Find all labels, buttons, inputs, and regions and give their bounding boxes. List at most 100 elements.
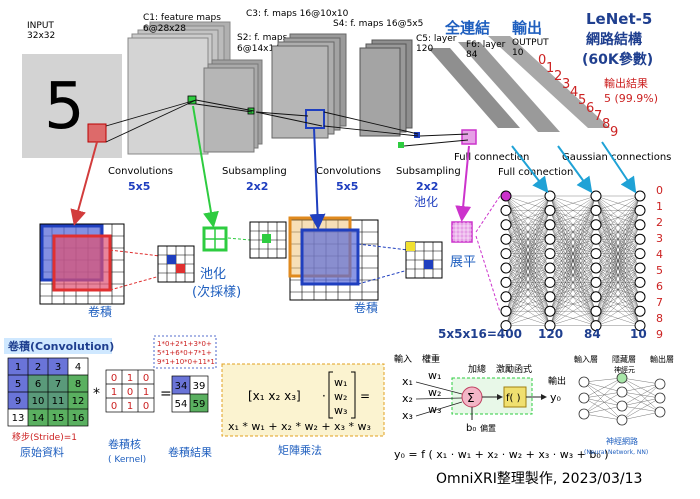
mini-network-node (616, 386, 628, 398)
equals-sign: = (160, 386, 172, 402)
flatten-block (451, 221, 473, 243)
layer-size-120: 120 (538, 327, 563, 341)
network-node (544, 233, 556, 245)
svg-text:2: 2 (656, 216, 663, 229)
svg-text:4: 4 (656, 248, 663, 261)
svg-text:39: 39 (193, 381, 206, 392)
neuron-sum-label: 加總 (468, 363, 486, 375)
op-subsampling-1: Subsampling (222, 166, 287, 177)
neuron-formula: y₀ = f ( x₁ · w₁ + x₂ · w₂ + x₃ · w₃ + b… (394, 448, 609, 461)
network-node (500, 204, 512, 216)
svg-text:1: 1 (546, 61, 554, 76)
svg-text:1: 1 (143, 387, 149, 398)
op-convolutions-2: Convolutions (316, 166, 381, 177)
svg-text:34: 34 (175, 381, 188, 392)
network-node (590, 276, 602, 288)
svg-text:0: 0 (143, 401, 149, 412)
pool-cn-2: 池化 (414, 195, 438, 209)
lenet-title: LeNet-5 (586, 10, 652, 28)
svg-text:x₁: x₁ (402, 375, 413, 388)
network-node (544, 219, 556, 231)
conv-panel-title: 卷積(Convolution) (7, 339, 114, 353)
svg-text:2: 2 (554, 69, 562, 84)
op-subsampling-2: Subsampling (396, 166, 461, 177)
network-node (634, 305, 646, 317)
neuron-output-label: 輸出 (548, 375, 566, 387)
network-node (500, 233, 512, 245)
nn-hidden-layer: 隱藏層 (612, 354, 636, 364)
svg-text:11: 11 (52, 396, 65, 407)
svg-text:8: 8 (656, 312, 663, 325)
input-digit: 5 (44, 70, 85, 144)
network-node (500, 190, 512, 202)
mini-network-node (616, 400, 628, 412)
svg-text:5: 5 (578, 93, 586, 108)
neuron-weight-label: 權重 (422, 353, 440, 365)
act-func: f( ) (506, 393, 521, 404)
svg-text:x₂: x₂ (402, 392, 413, 405)
svg-text:13: 13 (12, 413, 25, 424)
svg-text:1: 1 (127, 401, 133, 412)
network-node (544, 291, 556, 303)
network-node (590, 262, 602, 274)
f6-label: F6: layer (466, 40, 506, 50)
c3-label: C3: f. maps 16@10x10 (246, 9, 349, 19)
op-convolutions-1: Convolutions (108, 166, 173, 177)
layer-size-10: 10 (630, 327, 647, 341)
svg-text:15: 15 (52, 413, 65, 424)
network-node (634, 262, 646, 274)
network-node (634, 291, 646, 303)
mini-network-node (616, 414, 628, 426)
result-label: 卷積結果 (168, 445, 212, 459)
kernel-label: 卷積核 (108, 437, 141, 451)
svg-text:8: 8 (602, 117, 610, 132)
network-edges (505, 195, 641, 326)
pool-size-1: 2x2 (246, 180, 268, 193)
svg-text:9*1+10*0+11*1: 9*1+10*0+11*1 (157, 358, 215, 366)
input-label: INPUT (27, 21, 54, 31)
svg-text:5: 5 (15, 379, 21, 390)
svg-text:x₃: x₃ (402, 409, 413, 422)
calc-box: 1*0+2*1+3*0+ 5*1+6*0+7*1+ 9*1+10*0+11*1 (153, 335, 217, 369)
network-node (590, 305, 602, 317)
fc-title: 全連結 (444, 19, 490, 37)
input-receptive-field (87, 123, 107, 143)
svg-text:1*0+2*1+3*0+: 1*0+2*1+3*0+ (157, 340, 212, 348)
svg-text:1: 1 (656, 200, 663, 213)
output-title: 輸出 (512, 19, 542, 37)
svg-text:8: 8 (75, 379, 81, 390)
svg-text:9: 9 (15, 396, 21, 407)
svg-text:2: 2 (35, 362, 41, 373)
mini-network-node (578, 376, 590, 388)
svg-text:0: 0 (143, 373, 149, 384)
svg-text:3: 3 (656, 232, 663, 245)
network-node (500, 305, 512, 317)
dense-network: 0 1 2 3 4 5 6 7 8 9 5x5x16=400 120 84 10 (438, 141, 663, 341)
footer-credit: OmniXRI整理製作, 2023/03/13 (436, 471, 643, 487)
pool-sub-cn: (次採樣) (192, 284, 241, 300)
feature-grid-1 (157, 245, 195, 283)
svg-text:6: 6 (656, 280, 663, 293)
feature-grid-2 (249, 221, 287, 259)
svg-text:9: 9 (656, 328, 663, 341)
middle-illustrations: 卷積 池化 (次採樣) (39, 105, 501, 319)
svg-text:0: 0 (111, 401, 117, 412)
c1-label: C1: feature maps (143, 13, 221, 23)
svg-text:7: 7 (656, 296, 663, 309)
network-node (500, 291, 512, 303)
conv-cn-2: 卷積 (354, 300, 378, 315)
mini-network-node (616, 372, 628, 384)
svg-text:7: 7 (594, 109, 602, 124)
network-node (500, 262, 512, 274)
svg-text:w₂: w₂ (334, 390, 347, 403)
svg-text:7: 7 (55, 379, 61, 390)
matrix-box (221, 363, 385, 437)
network-node (500, 248, 512, 260)
lenet-subtitle: 網路結構 (586, 31, 642, 48)
svg-text:1: 1 (127, 373, 133, 384)
network-node (590, 233, 602, 245)
neuron-y-out: y₀ (550, 391, 562, 404)
svg-text:1: 1 (111, 387, 117, 398)
input-size: 32x32 (27, 31, 55, 41)
network-node (634, 204, 646, 216)
